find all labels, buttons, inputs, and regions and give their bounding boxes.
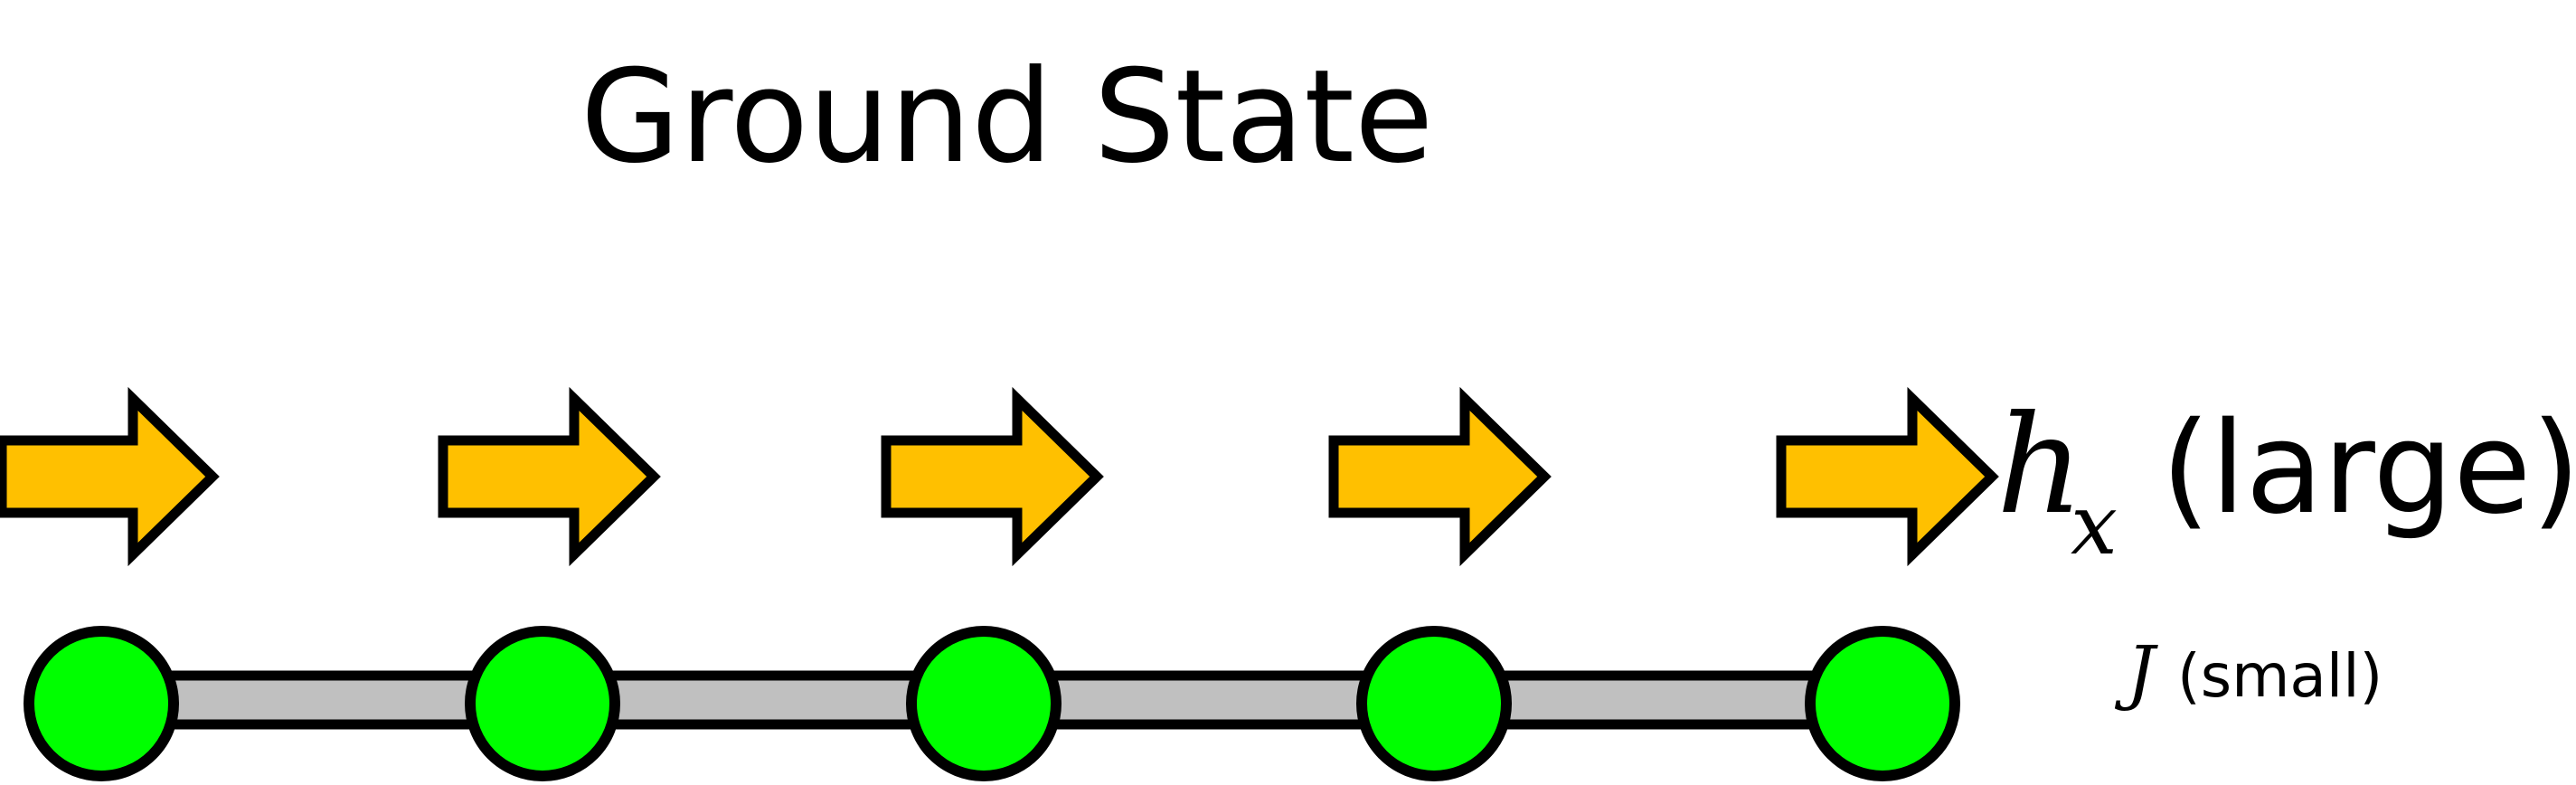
spin-site	[1356, 626, 1512, 781]
coupling-symbol: J	[2114, 632, 2158, 714]
field-note: (large)	[2161, 395, 2576, 543]
coupling-label: J (small)	[2114, 632, 2383, 714]
spin-arrow	[881, 386, 1104, 567]
coupling-note: (small)	[2177, 641, 2383, 711]
spin-arrow	[1776, 386, 1999, 567]
diagram-title: Ground State	[580, 43, 1433, 192]
field-subscript: x	[2071, 477, 2118, 573]
spin-site	[1805, 626, 1960, 781]
spin-site	[465, 626, 620, 781]
spin-arrow	[0, 386, 220, 567]
spin-arrow	[438, 386, 661, 567]
spin-site	[24, 626, 179, 781]
field-symbol: h	[1996, 387, 2084, 544]
spin-site	[906, 626, 1062, 781]
spin-arrow	[1328, 386, 1552, 567]
spin-arrows	[0, 386, 1999, 567]
field-label: h x (large)	[1996, 387, 2576, 573]
spin-sites	[24, 626, 1960, 781]
